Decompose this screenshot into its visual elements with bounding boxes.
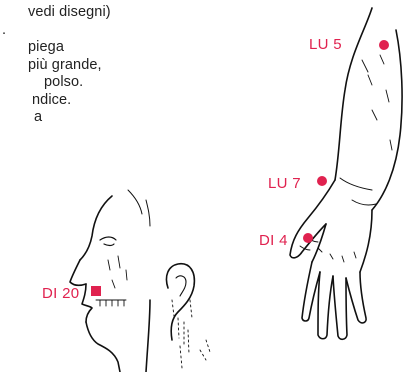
neck-shading bbox=[200, 340, 210, 360]
jaw-outline bbox=[86, 322, 120, 372]
point-marker-di20[interactable] bbox=[91, 286, 101, 296]
point-label-lu7: LU 7 bbox=[268, 175, 301, 192]
point-marker-lu5[interactable] bbox=[379, 40, 389, 50]
point-label-di20: DI 20 bbox=[42, 285, 79, 302]
ear-inner bbox=[176, 276, 186, 296]
hair-lines bbox=[128, 190, 150, 226]
teeth-detail bbox=[96, 300, 126, 306]
forehead-outline bbox=[80, 196, 112, 260]
point-label-lu5: LU 5 bbox=[309, 36, 342, 53]
eye-outline bbox=[100, 237, 116, 246]
point-label-di4: DI 4 bbox=[259, 232, 288, 249]
cheek-shading bbox=[108, 256, 127, 288]
nose-outline bbox=[70, 260, 86, 285]
point-marker-lu7[interactable] bbox=[317, 176, 327, 186]
ear-shading bbox=[172, 300, 192, 368]
neck-outline bbox=[146, 300, 150, 372]
point-marker-di4[interactable] bbox=[303, 233, 313, 243]
